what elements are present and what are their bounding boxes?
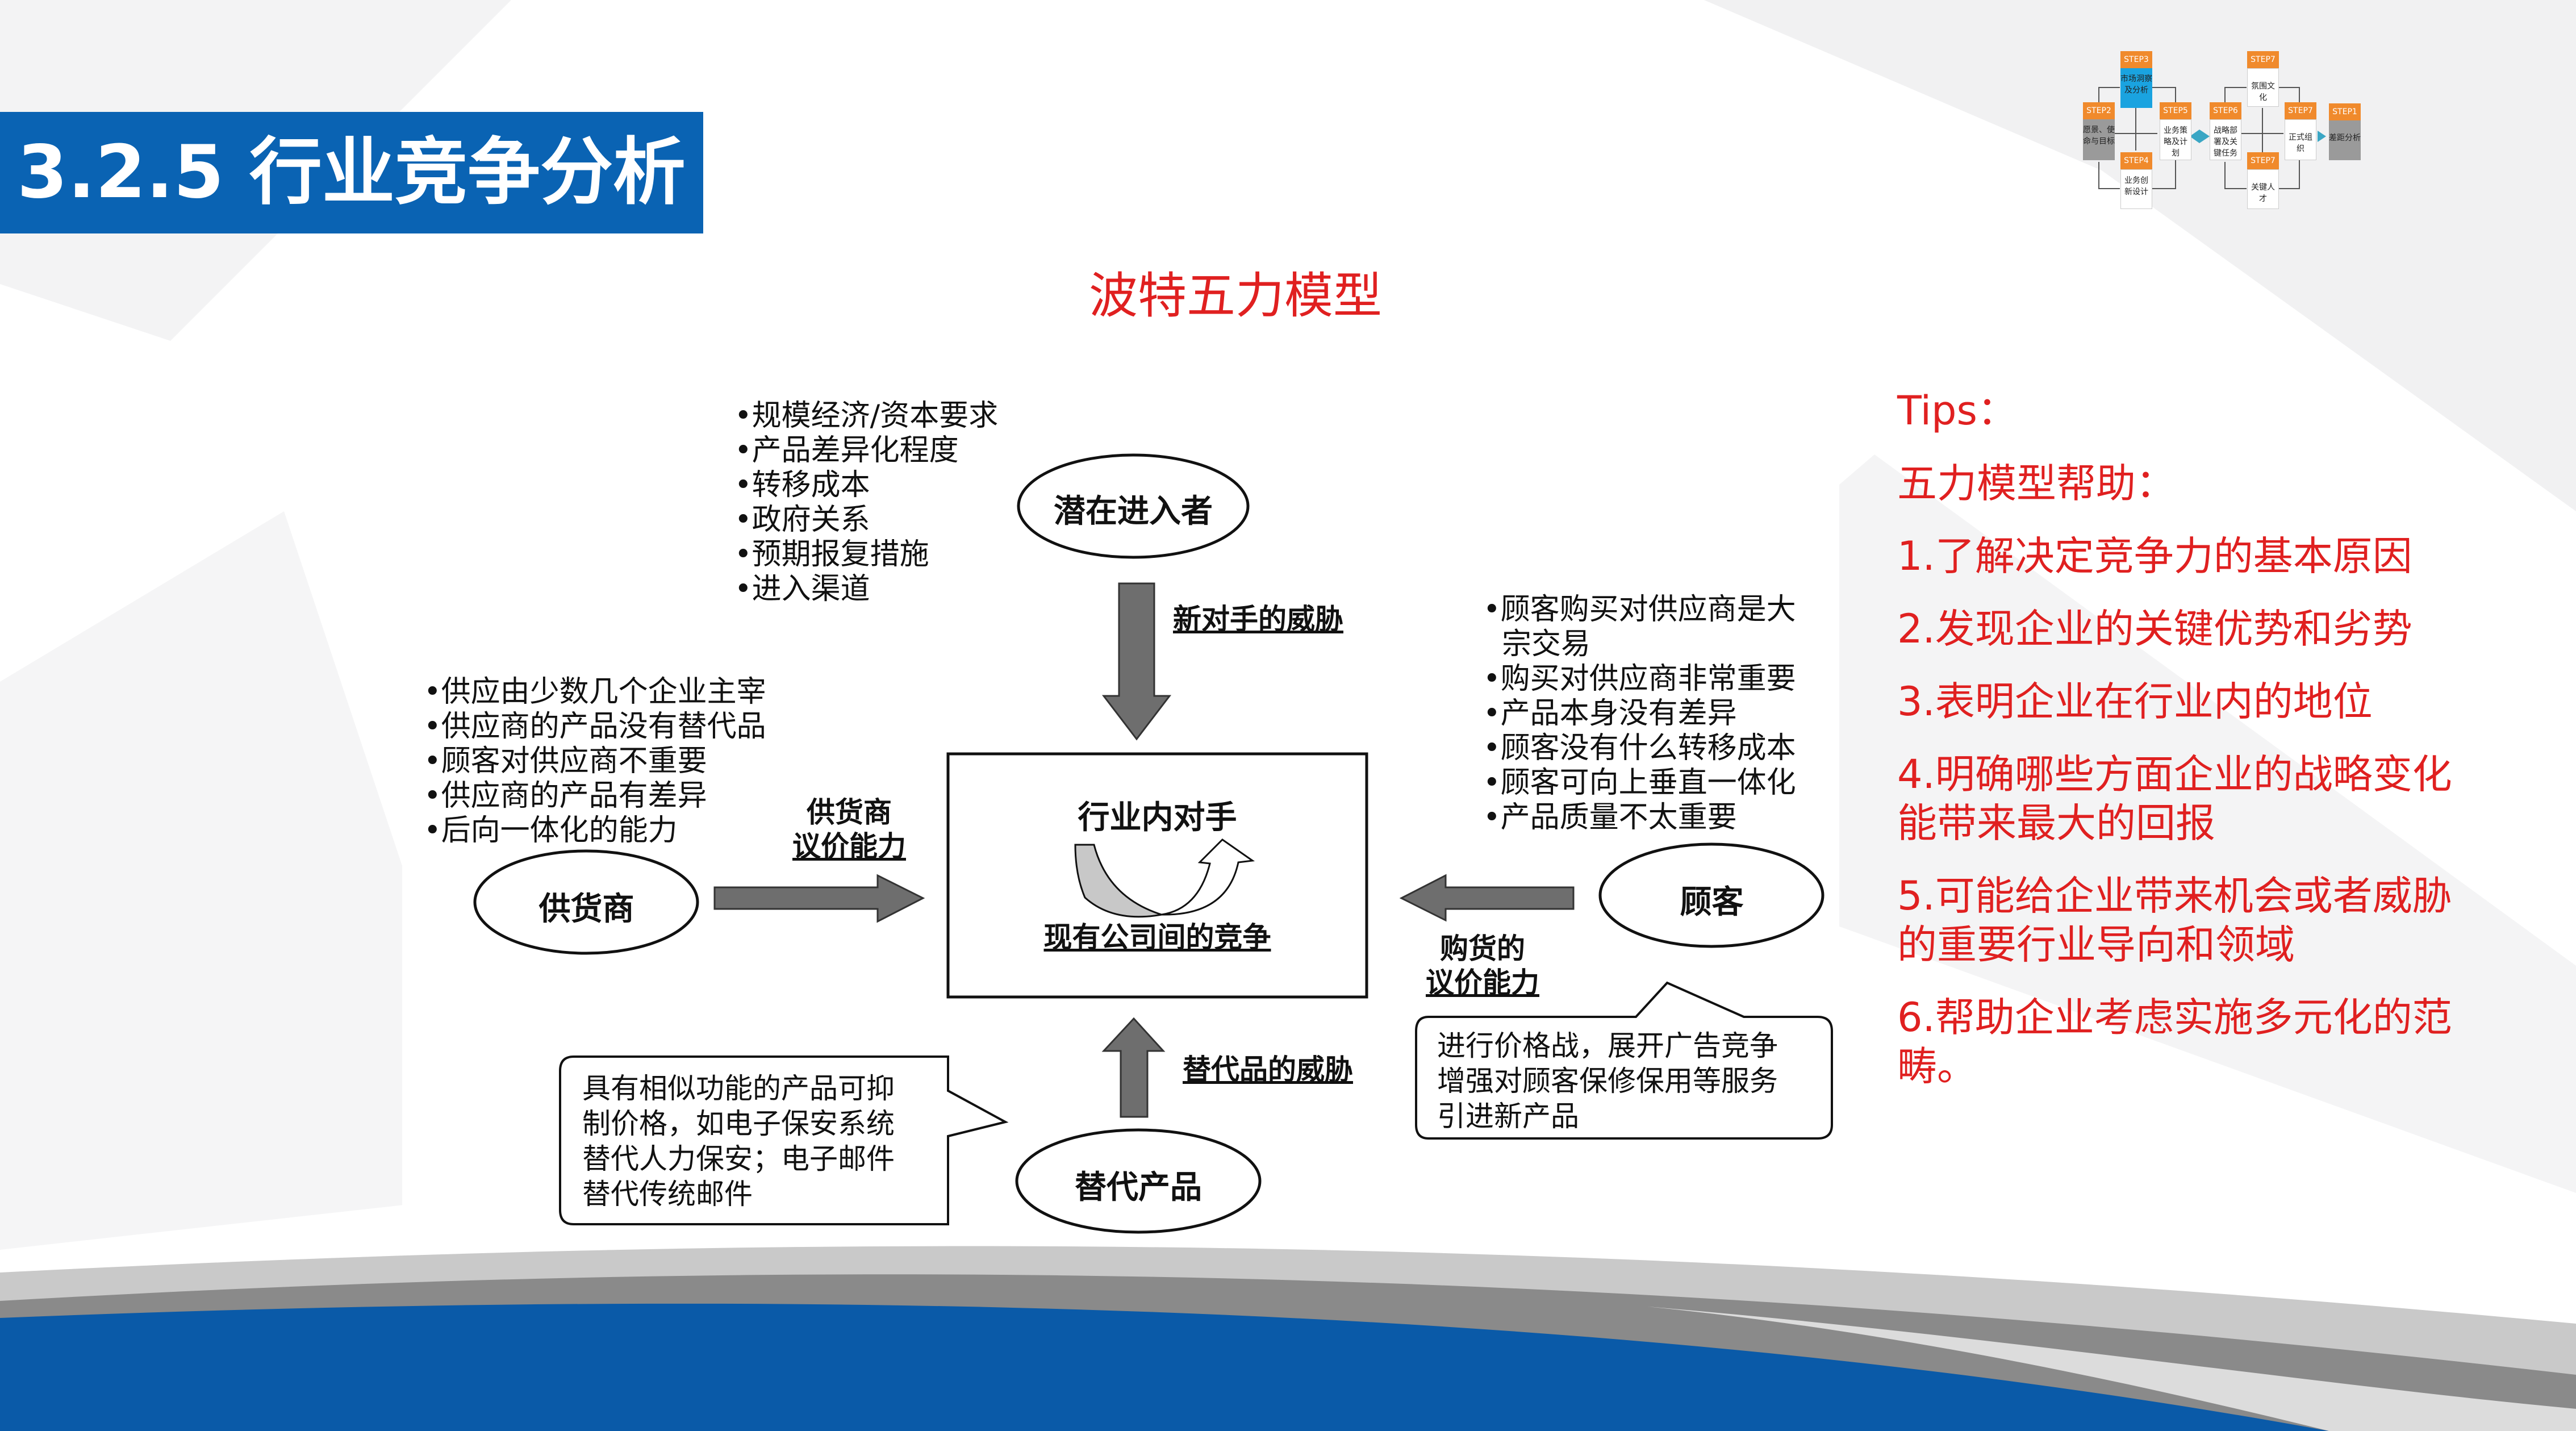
diamond-connector-icon: [2190, 130, 2210, 143]
buyers-ellipse: [1598, 842, 1825, 948]
buyer-power-label: 购货的议价能力: [1426, 932, 1539, 999]
substitutes-ellipse: [1015, 1128, 1262, 1234]
rivalry-top-label: 行业内对手: [1078, 799, 1237, 836]
entrants-factors: •规模经济/资本要求•产品差异化程度•转移成本•政府关系•预期报复措施•进入渠道: [734, 399, 999, 606]
buyers-factors: •顾客购买对供应商是大 宗交易•购买对供应商非常重要•产品本身没有差异•顾客没有…: [1483, 593, 1796, 835]
tip-item: 2.发现企业的关键优势和劣势: [1897, 606, 2412, 652]
tip-item: 3.表明企业在行业内的地位: [1897, 678, 2373, 725]
supplier-power-label: 供货商议价能力: [792, 796, 906, 863]
substitutes-threat-label: 替代品的威胁: [1183, 1053, 1353, 1086]
tip-item: 6.帮助企业考虑实施多元化的范畴。: [1897, 994, 2452, 1090]
tips-panel: Tips： 五力模型帮助： 1.了解决定竞争力的基本原因 2.发现企业的关键优势…: [1897, 386, 2465, 1115]
page-title: 3.2.5 行业竞争分析: [0, 112, 703, 233]
substitutes-label: 替代产品: [1075, 1169, 1202, 1206]
right-arrow-icon: [713, 874, 925, 923]
suppliers-ellipse: [473, 849, 699, 955]
new-entrants-threat-label: 新对手的威胁: [1173, 603, 1343, 636]
buyers-label: 顾客: [1680, 884, 1744, 921]
rivalry-cycle-icon: [1074, 838, 1255, 918]
buyers-callout: 进行价格战，展开广告竞争增强对顾客保修保用等服务引进新产品: [1437, 1029, 1778, 1133]
suppliers-factors: •供应由少数几个企业主宰•供应商的产品没有替代品•顾客对供应商不重要•供应商的产…: [424, 675, 766, 848]
entrants-label: 潜在进入者: [1054, 493, 1213, 530]
triangle-connector-icon: [2318, 131, 2326, 142]
substitutes-callout-shape: [559, 1055, 1009, 1225]
rivalry-box: [946, 752, 1368, 999]
suppliers-label: 供货商: [538, 891, 634, 928]
strategy-flow-thumbnail: [2098, 87, 2326, 189]
tip-item: 5.可能给企业带来机会或者威胁的重要行业导向和领域: [1897, 873, 2452, 968]
down-arrow-icon: [1101, 582, 1172, 741]
up-arrow-icon: [1101, 1017, 1166, 1118]
left-arrow-icon: [1399, 874, 1575, 922]
entrants-ellipse: [1017, 453, 1250, 559]
tips-heading: Tips：: [1897, 387, 2017, 434]
tip-item: 1.了解决定竞争力的基本原因: [1897, 533, 2412, 579]
tips-intro: 五力模型帮助：: [1897, 460, 2176, 507]
tip-item: 4.明确哪些方面企业的战略变化能带来最大的回报: [1897, 751, 2452, 846]
diagram-title: 波特五力模型: [1089, 268, 1382, 324]
substitutes-callout: 具有相似功能的产品可抑制价格，如电子保安系统替代人力保安；电子邮件替代传统邮件: [582, 1072, 895, 1211]
rivalry-bottom-label: 现有公司间的竞争: [1043, 921, 1271, 954]
buyers-callout-shape: [1415, 981, 1833, 1140]
